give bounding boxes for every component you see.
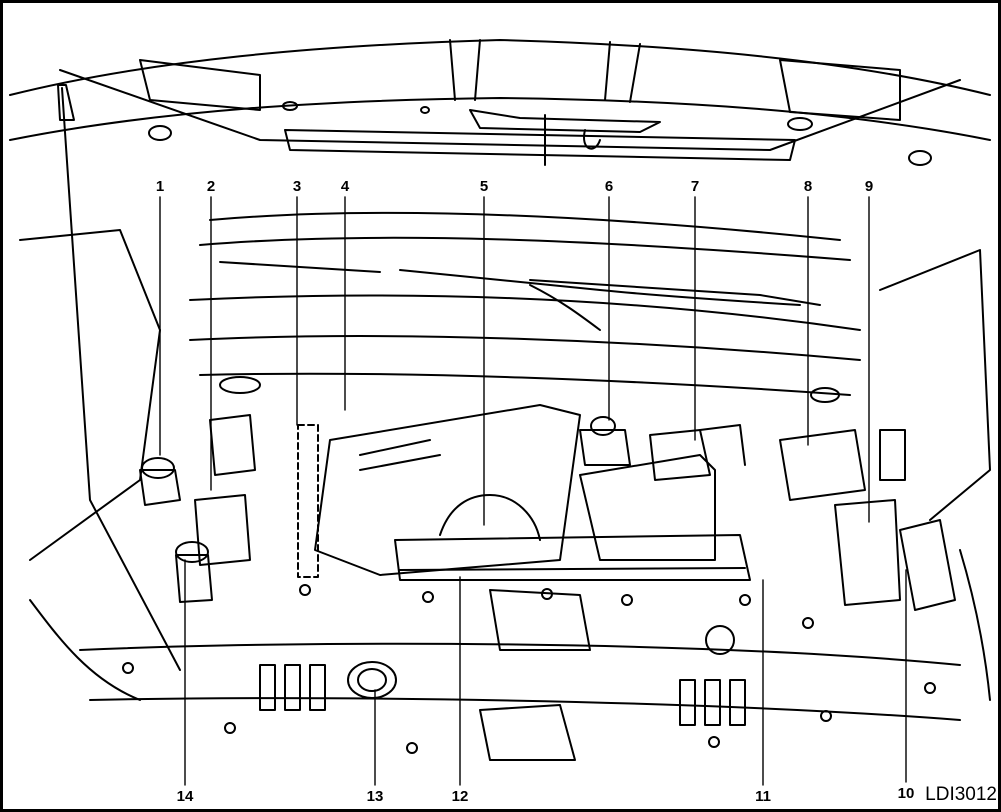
callout-5: 5	[479, 178, 489, 195]
bolt-12	[924, 682, 936, 694]
strut-tower-bar-top	[189, 335, 861, 361]
coolant-hose	[699, 424, 746, 466]
hood-hole-3	[420, 106, 430, 114]
strut-mount-right	[810, 387, 840, 403]
bolt-3	[422, 591, 434, 603]
hood-bumper-left	[148, 125, 172, 141]
callout-6: 6	[604, 178, 614, 195]
hood-prop-rod	[61, 87, 181, 671]
cowl-top-edge	[209, 211, 841, 241]
power-steering-reservoir	[139, 469, 181, 506]
hood-hole-2	[787, 117, 813, 131]
radiator-cap-ring	[347, 661, 397, 699]
engine-cover-ribs	[359, 439, 441, 471]
figure-code: LDI3012	[925, 784, 997, 805]
cowl-lower-edge	[189, 294, 861, 331]
callout-8: 8	[803, 178, 813, 195]
radiator-support-bottom	[89, 697, 961, 721]
bolt-2	[299, 584, 311, 596]
engine-cover-oil-cap	[439, 494, 541, 541]
battery-terminal-cover	[879, 429, 906, 481]
battery	[834, 499, 901, 606]
bolt-7	[802, 617, 814, 629]
right-fender-lower	[959, 549, 991, 701]
callout-14: 14	[176, 788, 194, 805]
callout-13: 13	[366, 788, 384, 805]
hood-edge-lower	[9, 97, 991, 141]
radiator-support-top	[79, 642, 961, 666]
bolt-10	[708, 736, 720, 748]
dipstick-dashed-box	[297, 424, 319, 578]
hood-panel-crease	[59, 69, 961, 151]
hood-brace-right	[779, 59, 901, 121]
front-bumper-hole	[705, 625, 735, 655]
brake-reservoir-body	[579, 429, 631, 466]
strut-tower-bar-bottom	[199, 372, 851, 396]
callout-7: 7	[690, 178, 700, 195]
power-steering-cap	[141, 457, 175, 479]
hood-latch-bracket	[469, 109, 661, 133]
left-fender-lower	[29, 599, 141, 701]
coolant-reservoir	[649, 429, 711, 481]
right-fender-edge	[879, 249, 991, 521]
bolt-4	[541, 588, 553, 600]
windshield-cowl-strip	[284, 129, 796, 161]
hood-bumper-right	[908, 150, 932, 166]
cowl-mid-edge	[199, 236, 851, 261]
bolt-8	[224, 722, 236, 734]
callout-12: 12	[451, 788, 469, 805]
engine-cover-left	[314, 404, 581, 576]
brake-reservoir-cap	[590, 416, 616, 436]
washer-tank	[899, 519, 956, 611]
bolt-6	[739, 594, 751, 606]
callout-2: 2	[206, 178, 216, 195]
engine-cover-right	[579, 454, 716, 561]
engine-oil-filler-neck	[175, 554, 213, 603]
callout-1: 1	[155, 178, 165, 195]
callout-10: 10	[897, 785, 915, 802]
callout-11: 11	[755, 788, 771, 805]
wiper-arm-right	[529, 279, 821, 306]
engine-oil-filler-housing	[194, 494, 251, 566]
front-panel-slots-right	[679, 679, 746, 726]
hood-latch-assembly	[489, 589, 591, 651]
callout-3: 3	[292, 178, 302, 195]
air-intake-duct	[394, 534, 751, 581]
hood-brace-left	[139, 59, 261, 111]
washer-hose	[529, 284, 601, 331]
bolt-9	[406, 742, 418, 754]
hood-prop-rod-top	[57, 84, 75, 121]
front-grille-latch-mount	[479, 704, 576, 761]
radiator-cap	[357, 668, 387, 692]
engine-oil-dipstick-cap	[175, 541, 209, 563]
front-panel-slots-left	[259, 664, 326, 711]
intake-hose-left	[209, 414, 256, 476]
callout-4: 4	[340, 178, 350, 195]
left-fender-edge	[19, 229, 161, 561]
bolt-11	[820, 710, 832, 722]
air-intake-duct-seam	[399, 567, 746, 571]
hood-edge-upper	[9, 39, 991, 96]
hood-hole-1	[282, 101, 298, 111]
callout-9: 9	[864, 178, 874, 195]
hood-latch-hook	[583, 129, 601, 150]
hood-center-ribs	[449, 39, 641, 103]
strut-mount-left	[219, 376, 261, 394]
bolt-5	[621, 594, 633, 606]
wiper-arm-left	[219, 261, 801, 306]
bolt-1	[122, 662, 134, 674]
fuse-box	[779, 429, 866, 501]
